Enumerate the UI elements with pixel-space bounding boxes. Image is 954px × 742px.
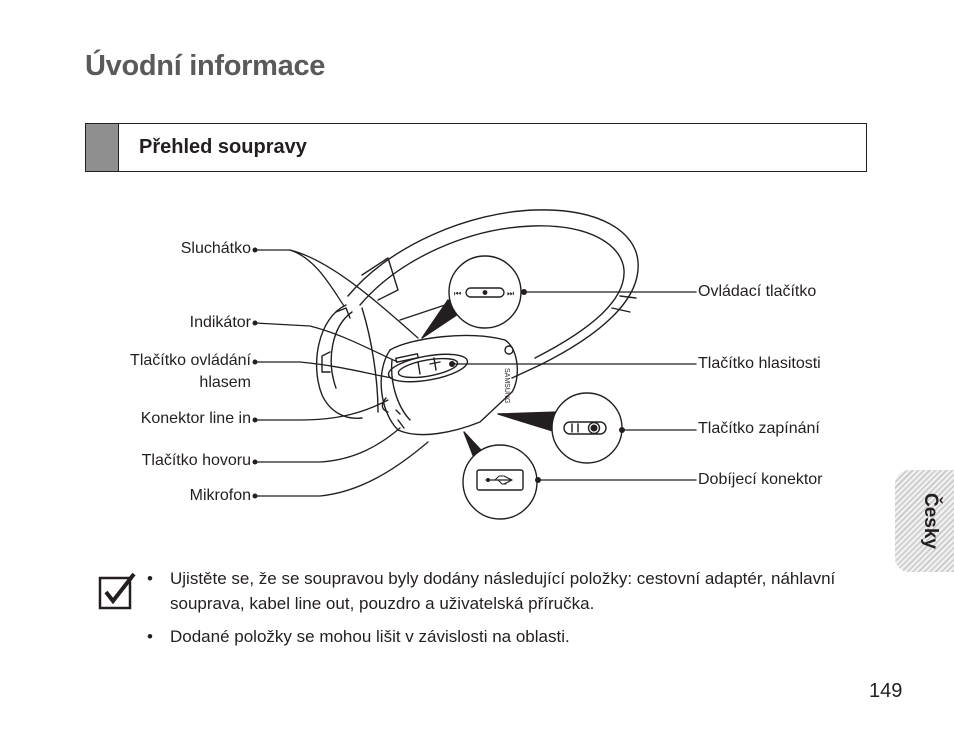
section-header-bar <box>86 124 119 171</box>
label-konektor-line-in: Konektor line in <box>140 410 251 427</box>
headband <box>347 209 639 379</box>
svg-text:⏭: ⏭ <box>507 289 514 298</box>
brand-text: SAMSUNG <box>503 368 510 403</box>
power-switch-callout <box>497 392 623 464</box>
bullet-icon: • <box>147 627 153 646</box>
label-dobijeci-konektor: Dobíjecí konektor <box>698 471 823 488</box>
left-earcup <box>315 304 379 419</box>
label-tlacitko-ovladani-line2: hlasem <box>199 374 251 391</box>
language-tab-label: Česky <box>920 493 941 549</box>
label-tlacitko-zapinani: Tlačítko zapínání <box>698 420 820 437</box>
control-switch-callout: ⏮ ⏭ <box>421 255 522 339</box>
note-list: • Ujistěte se, že se soupravou byly dodá… <box>147 566 847 657</box>
label-mikrofon: Mikrofon <box>189 487 251 504</box>
page-number: 149 <box>869 680 903 702</box>
note-text: Ujistěte se, že se soupravou byly dodány… <box>170 569 836 613</box>
bullet-icon: • <box>147 569 153 588</box>
label-ovladaci-tlacitko: Ovládací tlačítko <box>698 283 817 300</box>
leader-lines-left <box>252 247 429 499</box>
note-item: • Ujistěte se, že se soupravou byly dodá… <box>147 566 847 616</box>
label-tlacitko-ovladani: Tlačítko ovládání <box>130 352 251 369</box>
label-indikator: Indikátor <box>189 314 251 331</box>
svg-text:⏮: ⏮ <box>454 289 461 298</box>
checkbox-icon <box>98 572 136 610</box>
leader-lines-right <box>449 289 697 483</box>
language-tab <box>895 470 954 572</box>
note-item: • Dodané položky se mohou lišit v závisl… <box>147 624 847 649</box>
page-title: Úvodní informace <box>85 50 326 82</box>
section-header-box: Přehled soupravy <box>85 123 867 172</box>
label-sluchatko: Sluchátko <box>180 240 251 257</box>
right-earcup <box>380 334 518 436</box>
section-heading: Přehled soupravy <box>139 136 307 158</box>
charging-port-callout <box>462 431 538 520</box>
label-tlacitko-hlasitosti: Tlačítko hlasitosti <box>698 355 821 372</box>
label-tlacitko-hovoru: Tlačítko hovoru <box>141 452 251 469</box>
note-text: Dodané položky se mohou lišit v závislos… <box>170 627 570 646</box>
